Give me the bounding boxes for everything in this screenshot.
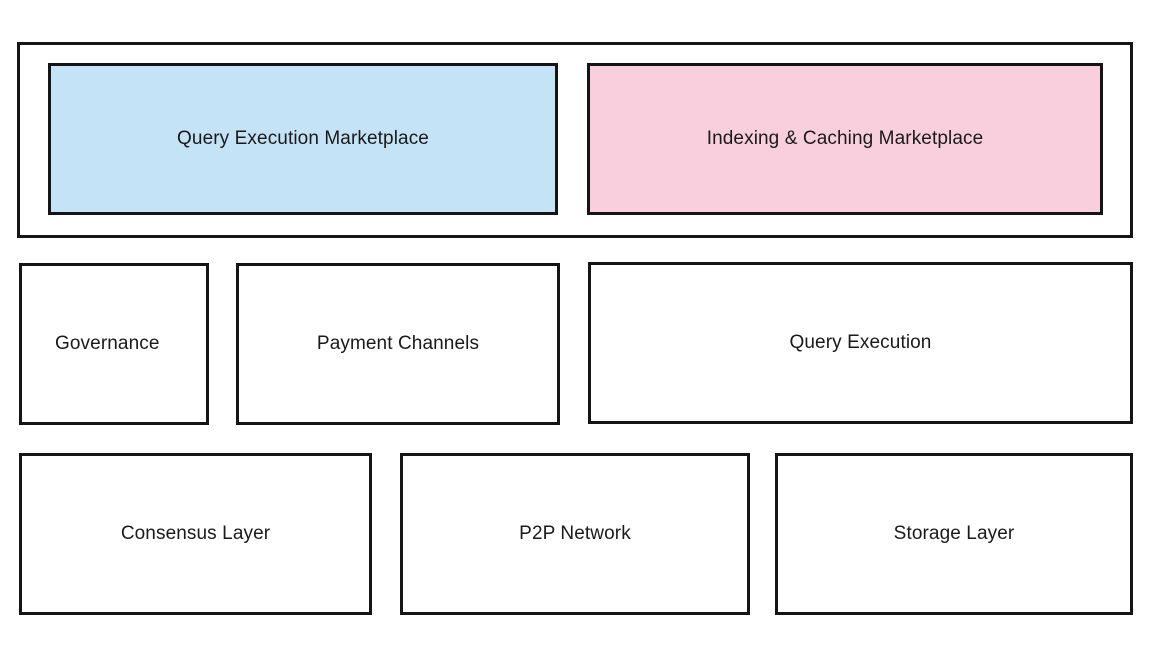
- node-label: Query Execution Marketplace: [177, 127, 429, 149]
- node-p2p-network[interactable]: P2P Network: [400, 453, 750, 615]
- node-label: Indexing & Caching Marketplace: [706, 127, 984, 149]
- node-query-execution[interactable]: Query Execution: [588, 262, 1133, 424]
- node-indexing-and-caching-marketplace[interactable]: Indexing & Caching Marketplace: [587, 63, 1103, 215]
- node-storage-layer[interactable]: Storage Layer: [775, 453, 1133, 615]
- node-label: P2P Network: [519, 522, 631, 544]
- node-payment-channels[interactable]: Payment Channels: [236, 263, 560, 425]
- node-label: Governance: [55, 332, 160, 354]
- node-query-execution-marketplace[interactable]: Query Execution Marketplace: [48, 63, 558, 215]
- node-label: Payment Channels: [316, 332, 480, 354]
- node-governance[interactable]: Governance: [19, 263, 209, 425]
- node-consensus-layer[interactable]: Consensus Layer: [19, 453, 372, 615]
- node-label: Query Execution: [789, 331, 932, 353]
- node-label: Storage Layer: [893, 522, 1015, 544]
- node-label: Consensus Layer: [120, 522, 271, 544]
